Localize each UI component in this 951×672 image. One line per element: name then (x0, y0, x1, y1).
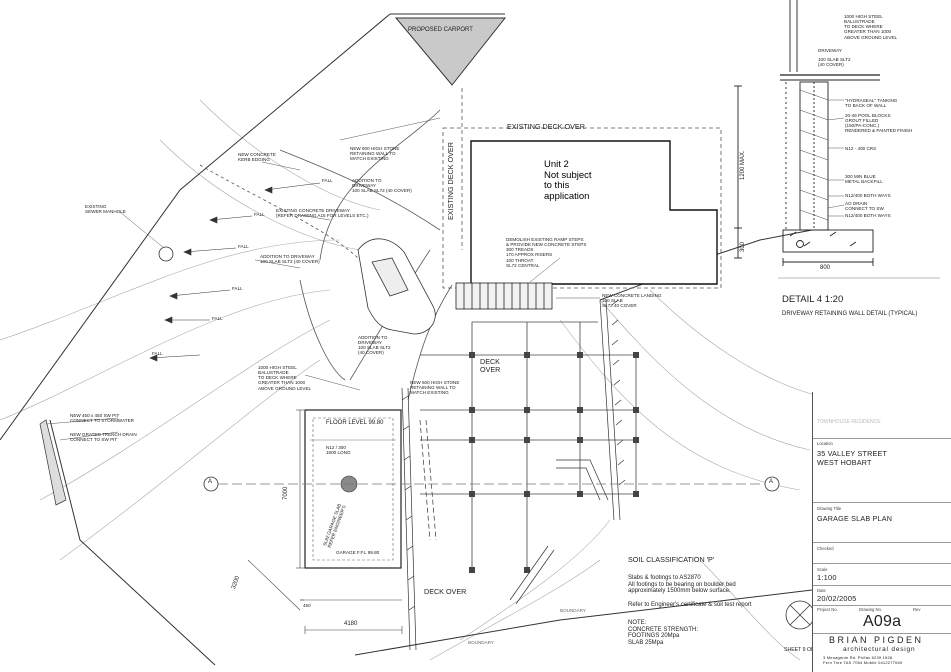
date-label: Date (817, 588, 826, 593)
drawing-title-value: GARAGE SLAB PLAN (817, 514, 893, 523)
stone-wall-low-label: NEW 600 HIGH STONE RETAINING WALL TO MAT… (410, 380, 460, 396)
sewer-manhole-label: EXISTING SEWER MANHOLE (85, 204, 126, 215)
detail-dim-800: 800 (820, 265, 831, 271)
fall-label-6: FALL (152, 351, 163, 356)
unit2-note: Unit 2 Not subject to this application (544, 159, 592, 202)
date-value: 20/02/2005 (817, 594, 857, 603)
section-markers (203, 476, 780, 492)
detail-subtitle: DRIVEWAY RETAINING WALL DETAIL (TYPICAL) (782, 311, 918, 317)
steel-balustrade-label: 1000 HIGH STEEL BALUSTRADE TO DECK WHERE… (258, 365, 312, 391)
drawing-title-label: Drawing Title (817, 506, 842, 511)
existing-deck-over-label: EXISTING DECK OVER (507, 122, 585, 131)
steps-hatch (455, 282, 553, 310)
north-point (785, 600, 815, 630)
fall-label-3: FALL (238, 244, 249, 249)
boundary-label-2: BOUNDARY (560, 608, 586, 613)
hatched-walls (39, 299, 626, 651)
sewer-manhole (158, 246, 174, 262)
soil-classification-text: Slabs & footings to AS2870 All footings … (628, 575, 736, 595)
deck-posts (469, 352, 639, 573)
site-boundary (0, 13, 813, 666)
project-title-faded: TOWNHOUSE RESIDENCE (817, 419, 881, 425)
boundary-label-1: BOUNDARY (468, 640, 494, 645)
detail-n12-both-2: N12/400 BOTH WAYS (845, 213, 891, 218)
concrete-strength-note: NOTE: CONCRETE STRENGTH: FOOTINGS 20Mpa … (628, 620, 699, 647)
section-a-right-label: A (769, 479, 774, 485)
addition-driveway-mid-label: ADDITION TO DRIVEWAY 100 SLAB SLT2 (40 C… (260, 254, 320, 265)
deck-over-mid-label: DECK OVER (480, 357, 501, 375)
fall-label-4: FALL (232, 286, 243, 291)
detail-ag-drain: AG DRAIN CONNECT TO SW (845, 201, 884, 212)
detail-n12-400: N12 - 400 CRS (845, 146, 877, 151)
floor-level-label: FLOOR LEVEL 99.80 (326, 420, 384, 426)
title-block: TOWNHOUSE RESIDENCE Location 35 VALLEY S… (812, 392, 951, 672)
fall-label-1: FALL (322, 178, 333, 183)
detail-driveway-slab: 100 SLAB SLT2 (40 COVER) (818, 57, 851, 68)
deck-over-low-label: DECK OVER (424, 587, 467, 596)
proposed-carport-label: PROPOSED CARPORT (408, 27, 473, 33)
new-kerb-label: NEW CONCRETE KERB EDGING (238, 152, 276, 163)
leader-lines (45, 117, 600, 441)
detail-driveway-label: DRIVEWAY (818, 48, 842, 53)
proposed-carport (394, 17, 507, 86)
scale-value: 1:100 (817, 573, 837, 582)
contour-lines (0, 99, 816, 661)
location-label: Location (817, 441, 833, 446)
existing-deck-outline (442, 127, 722, 289)
addition-driveway-low-label: ADDITION TO DRIVEWAY 100 SLAB SLT2 (40 C… (358, 335, 391, 356)
detail-dim-1200: 1200 MAX. (740, 150, 746, 180)
detail-hydraseal: "HYDRASEAL" TANKING TO BACK OF WALL (845, 98, 898, 109)
project-no-label: Project No. (817, 607, 838, 612)
detail-balustrade-note: 1000 HIGH STEEL BALUSTRADE TO DECK WHERE… (844, 14, 898, 40)
section-a-left-label: A (208, 479, 213, 485)
sw-pit-label: NEW 450 x 450 SW PIT CONNECT TO STORMWAT… (70, 413, 134, 424)
fall-label-5: FALL (212, 316, 223, 321)
detail-4-hatch (799, 89, 829, 221)
rev-label: Rev (913, 607, 921, 612)
existing-driveway-label: EXISTING CONCRETE DRIVEWAY (REFER DRAWIN… (276, 208, 369, 219)
demolish-steps-label: DEMOLISH EXISTING RAMP STEPS & PROVIDE N… (506, 237, 587, 268)
detail-title: DETAIL 4 1:20 (782, 294, 844, 305)
location-value: 35 VALLEY STREET WEST HOBART (817, 449, 888, 467)
detail-backfill: 300 MIN BLUE METAL BACKFILL (845, 174, 883, 185)
firm-contact: 3 Menagenie Rd. Ph/fax 6239 1928 Fern Tr… (823, 655, 903, 665)
garage-slab (304, 409, 402, 569)
dim-7000-label: 7000 (283, 486, 289, 500)
trench-drain-label: NEW GRATED TRENCH DRAIN CONNECT TO SW PI… (70, 432, 137, 443)
checked-label: Checked (817, 546, 834, 551)
detail-4-drawing (734, 0, 940, 279)
detail-4-leaders (827, 99, 845, 217)
detail-blocks: 20-46 POOL BLOCKS GROUT FILLED (150/PA-C… (845, 113, 913, 134)
fall-arrows (149, 182, 321, 362)
stone-wall-top-label: NEW 600 HIGH STONE RETAINING WALL TO MAT… (350, 146, 400, 162)
dimension-lines (247, 409, 403, 634)
detail-n12-both-1: N12/400 BOTH WAYS (845, 193, 891, 198)
drawing-no-label: Drawing No. (859, 607, 883, 612)
firm-subtitle: architectural design (843, 646, 916, 653)
refer-engineer-text: Refer to Engineer's certificate & soil t… (628, 602, 752, 608)
dim-4180-label: 4180 (344, 621, 358, 627)
drawing-number: A09a (863, 613, 902, 630)
scale-label: Scale (817, 567, 828, 572)
n12-300-label: N12 / 300 1600 LONG (326, 445, 351, 456)
garage-ffl-label: GARAGE F.F.L 99.80 (336, 550, 380, 555)
fall-label-2: FALL (254, 212, 265, 217)
dim-450-label: 450 (303, 603, 311, 608)
soil-classification-title: SOIL CLASSIFICATION 'P' (628, 555, 715, 564)
detail-dim-300: 300 (740, 241, 746, 252)
firm-name: BRIAN PIGDEN (829, 635, 924, 645)
existing-deck-over-vertical-label: EXISTING DECK OVER (446, 142, 455, 220)
car-outline (357, 238, 436, 335)
new-landing-label: NEW CONCRETE LANDING 100 SLAB SL72 40 CO… (602, 293, 662, 309)
addition-driveway-top-label: ADDITION TO DRIVEWAY 100 SLAB SL72 (40 C… (352, 178, 412, 194)
